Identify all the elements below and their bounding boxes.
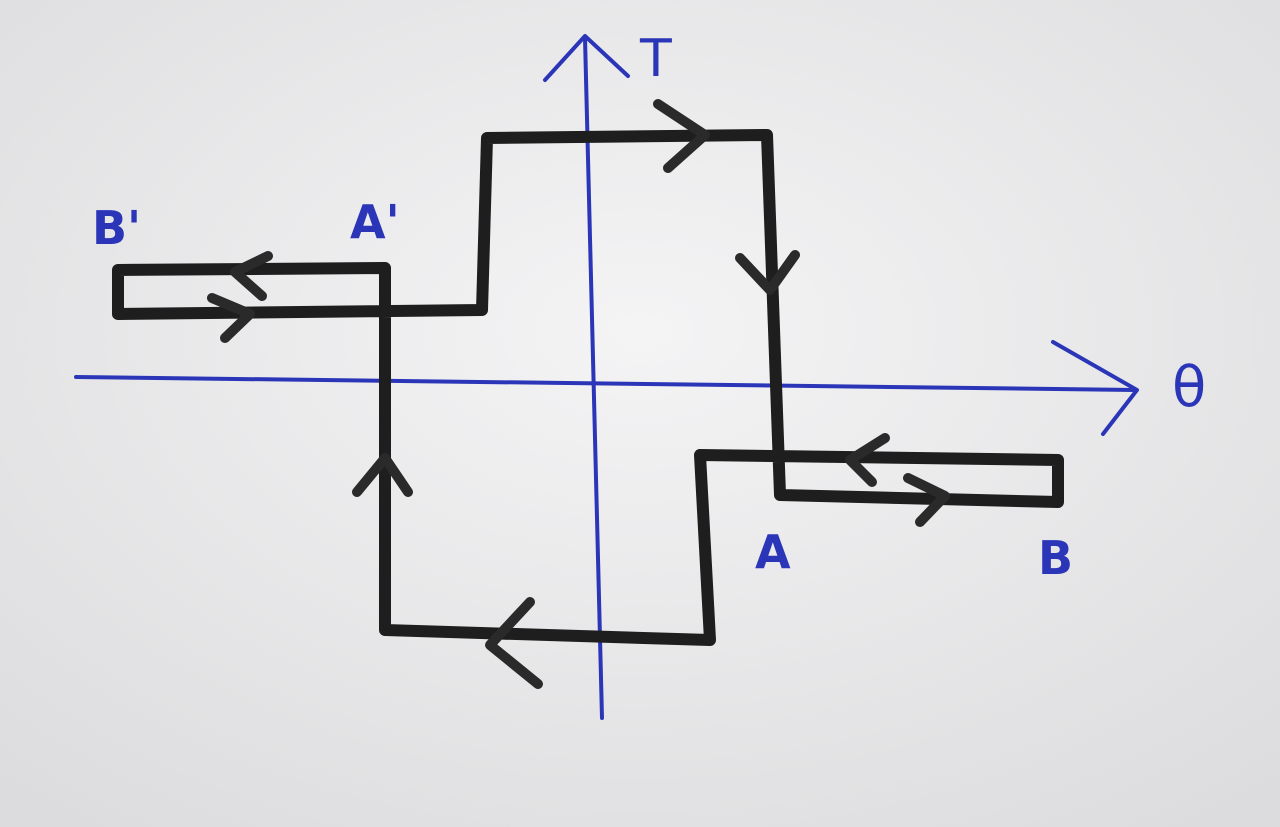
point-label-b-prime: B' bbox=[92, 201, 141, 255]
arrow-left-icon bbox=[485, 597, 543, 689]
hysteresis-loop-path bbox=[112, 129, 1064, 646]
arrow-right-icon bbox=[653, 99, 710, 173]
horizontal-axis-arrowhead bbox=[1051, 340, 1139, 436]
arrow-right-icon bbox=[207, 293, 255, 343]
point-label-a: A bbox=[755, 525, 791, 579]
arrow-left-icon bbox=[845, 433, 890, 487]
axis-label-t: T bbox=[639, 29, 672, 89]
point-label-a-prime: A' bbox=[350, 195, 400, 249]
point-label-b: B bbox=[1038, 531, 1073, 585]
arrow-up-icon bbox=[352, 453, 413, 497]
horizontal-axis bbox=[74, 375, 1137, 392]
axis-label-theta: θ bbox=[1172, 355, 1206, 420]
arrow-down-icon bbox=[735, 250, 800, 295]
arrow-left-icon bbox=[230, 251, 273, 301]
arrow-right-icon bbox=[903, 473, 950, 527]
vertical-axis-arrowhead bbox=[543, 34, 630, 82]
vertical-axis bbox=[583, 36, 604, 720]
